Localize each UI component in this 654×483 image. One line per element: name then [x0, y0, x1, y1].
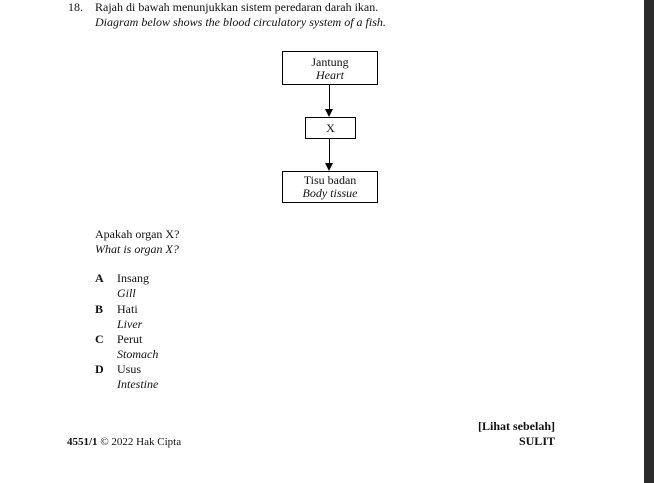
option-b-malay: Hati [117, 302, 138, 316]
option-b-english: Liver [117, 317, 143, 331]
question-number: 18. [68, 0, 83, 14]
x-label: X [326, 121, 335, 135]
footer-code-copyright: 4551/1 © 2022 Hak Cipta [67, 436, 181, 449]
heart-label-malay: Jantung [311, 55, 349, 69]
arrow-line-x-to-tissue [329, 139, 330, 163]
option-d-letter: D [95, 362, 104, 376]
classification-text: SULIT [518, 434, 555, 448]
tissue-label-english: Body tissue [302, 186, 358, 200]
question-text-malay: Rajah di bawah menunjukkan sistem pereda… [95, 0, 379, 14]
option-d-english: Intestine [117, 377, 159, 391]
tissue-label-malay: Tisu badan [303, 173, 357, 187]
option-c-english: Stomach [117, 347, 159, 361]
option-d-malay: Usus [117, 362, 142, 376]
option-a-malay: Insang [117, 271, 149, 285]
turn-over-text: [Lihat sebelah] [477, 419, 555, 433]
option-c-letter: C [95, 332, 104, 346]
diagram-box-body-tissue: Tisu badan Body tissue [282, 171, 378, 203]
arrow-line-heart-to-x [329, 85, 330, 109]
option-c-malay: Perut [117, 332, 143, 346]
ask-text-english: What is organ X? [95, 242, 179, 256]
question-text-english: Diagram below shows the blood circulator… [95, 15, 386, 29]
ask-text-malay: Apakah organ X? [95, 227, 180, 241]
arrowhead-down-icon [325, 109, 333, 117]
diagram-box-x: X [305, 117, 356, 139]
viewer-edge-bar [644, 0, 654, 483]
arrowhead-down-icon [325, 163, 333, 171]
option-a-letter: A [95, 271, 104, 285]
copyright-text: © 2022 Hak Cipta [100, 436, 182, 448]
option-a-english: Gill [117, 286, 136, 300]
paper-code: 4551/1 [67, 436, 98, 448]
heart-label-english: Heart [316, 68, 344, 82]
diagram-box-heart: Jantung Heart [282, 51, 378, 85]
option-b-letter: B [95, 302, 104, 316]
